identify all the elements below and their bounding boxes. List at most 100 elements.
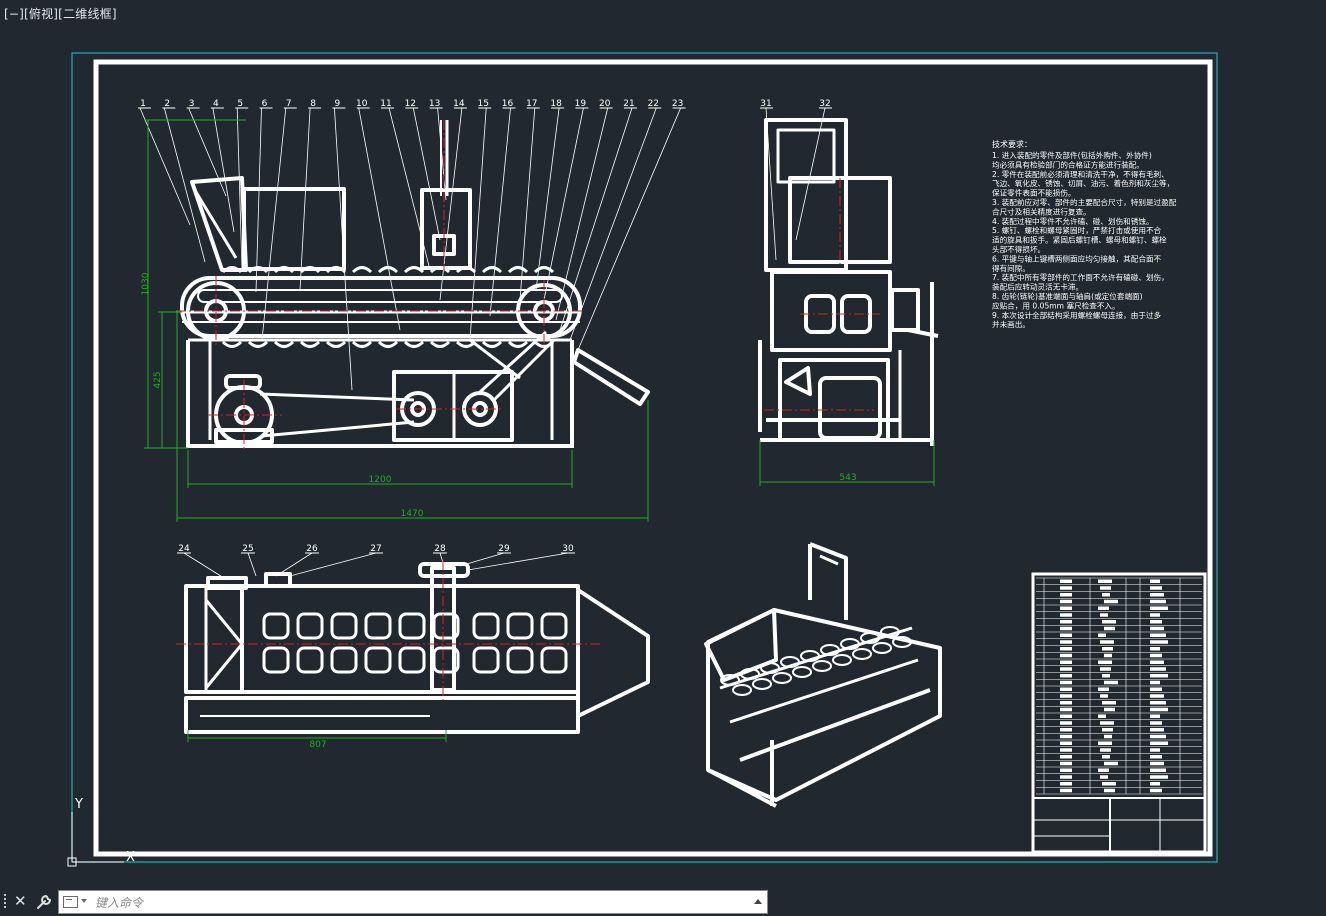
ucs-icon: [67, 812, 124, 867]
dim-front-height-lower: 425: [153, 371, 163, 388]
parts-list-cell-text: [1150, 579, 1160, 583]
iso-cell: [840, 638, 860, 650]
balloon-label: 12: [405, 99, 416, 109]
parts-list-cell-text: [1060, 761, 1072, 766]
parts-list-cell-text: [1102, 620, 1116, 624]
command-history-icon[interactable]: [63, 896, 78, 908]
leader-line: [247, 552, 257, 577]
dim-side-width: 543: [839, 473, 856, 483]
parts-list-cell-text: [1060, 640, 1072, 644]
parts-list-cell-text: [1060, 593, 1072, 597]
top-dimensions: [187, 730, 447, 742]
balloon-label: 3: [189, 99, 195, 109]
parts-list-cell-text: [1060, 775, 1072, 779]
tech-req-line: 7. 装配中所有零部件的工作面不允许有磕碰、划伤，: [992, 272, 1169, 282]
side-view: [758, 107, 939, 446]
iso-cell: [752, 678, 772, 690]
leader-line: [469, 107, 487, 341]
conveyor-cell: [296, 646, 324, 674]
drag-handle-icon[interactable]: [4, 894, 10, 910]
parts-list-cell-text: [1150, 728, 1164, 732]
belt-tooth: [221, 266, 243, 274]
iso-cell: [740, 668, 760, 680]
belt-tooth: [299, 340, 321, 348]
viewport-controls-label[interactable]: [−][俯视][二维线框]: [4, 7, 117, 21]
balloon-label: 20: [599, 99, 611, 109]
parts-list-cell-text: [1150, 633, 1166, 637]
conveyor-cell: [432, 612, 460, 640]
tech-req-line: 3. 装配前应对零、部件的主要配合尺寸，特别是过盈配: [992, 197, 1177, 207]
command-input[interactable]: [93, 893, 737, 913]
balloon-label: 5: [237, 99, 243, 109]
iso-cell: [820, 644, 840, 656]
parts-list-cell-text: [1100, 748, 1111, 752]
balloon-label: 1: [140, 99, 146, 109]
tech-req-line: 2. 零件在装配前必须清理和清洗干净，不得有毛刺、: [992, 169, 1169, 179]
parts-list-cell-text: [1098, 741, 1112, 745]
wrench-icon[interactable]: [35, 893, 53, 911]
tech-req-line: 保证零件表面不能损伤。: [992, 188, 1076, 198]
conveyor-cell: [330, 646, 358, 674]
drawing-canvas[interactable]: 1030 425 1200 1470 543: [0, 0, 1326, 888]
parts-list-cell-text: [1102, 647, 1113, 651]
leader-line: [559, 107, 633, 331]
leader-line: [261, 107, 287, 341]
parts-list-cell-text: [1150, 687, 1162, 691]
conveyor-cell: [506, 612, 534, 640]
balloon-label: 13: [429, 99, 440, 109]
parts-list-cell-text: [1060, 674, 1072, 678]
parts-list-cell-text: [1060, 788, 1072, 793]
balloon-label: 30: [562, 544, 574, 554]
parts-list-cell-text: [1104, 761, 1118, 766]
chevron-down-icon[interactable]: [81, 899, 87, 903]
conveyor-cell: [398, 612, 426, 640]
balloon-label: 32: [819, 99, 830, 109]
parts-list-cell-text: [1060, 782, 1072, 786]
conveyor-cell: [398, 646, 426, 674]
parts-list-cell-text: [1150, 755, 1162, 759]
parts-list-cell-text: [1060, 660, 1072, 664]
balloon-label: 8: [310, 99, 316, 109]
parts-list-cell-text: [1150, 694, 1164, 698]
parts-list-cell-text: [1104, 653, 1112, 658]
side-dimensions: [759, 440, 935, 486]
iso-cell: [832, 654, 852, 666]
belt-tooth: [221, 340, 243, 348]
parts-list-cell-text: [1150, 761, 1164, 766]
parts-list-cell-text: [1104, 680, 1118, 685]
viewport-border: [71, 52, 1218, 863]
parts-list-cell-text: [1098, 714, 1106, 718]
balloon-label: 7: [286, 99, 292, 109]
leader-line: [289, 552, 377, 577]
parts-list-cell-text: [1150, 599, 1166, 604]
conveyor-cell: [472, 646, 500, 674]
balloon-label: 15: [477, 99, 488, 109]
front-centerlines: [176, 120, 584, 450]
side-centerlines: [764, 178, 880, 411]
leader-line: [255, 107, 262, 293]
parts-list-cell-text: [1060, 755, 1072, 759]
parts-list-cell-text: [1098, 660, 1112, 664]
parts-list-cell-text: [1150, 586, 1162, 590]
iso-cell: [772, 672, 792, 684]
parts-list-cell-text: [1060, 586, 1072, 590]
close-icon[interactable]: ✕: [14, 892, 27, 910]
parts-list-cell-text: [1150, 593, 1164, 597]
parts-list-cell-text: [1060, 579, 1072, 583]
parts-list-cell-text: [1150, 714, 1160, 718]
chevron-up-icon[interactable]: [754, 899, 762, 904]
balloon-label: 29: [498, 544, 510, 554]
belt-tooth: [403, 340, 425, 348]
belt-tooth: [481, 266, 503, 274]
parts-list-cell-text: [1098, 633, 1106, 637]
parts-list-cell-text: [1150, 788, 1162, 793]
parts-list-cell-text: [1102, 701, 1116, 705]
parts-list-cell-text: [1150, 734, 1166, 739]
parts-list-cell-text: [1150, 707, 1168, 712]
leader-line: [569, 107, 657, 341]
parts-list-cell-text: [1098, 768, 1109, 772]
parts-list-cell-text: [1098, 687, 1109, 691]
leader-line: [577, 107, 681, 351]
leader-line: [412, 107, 441, 241]
balloon-label: 10: [356, 99, 368, 109]
